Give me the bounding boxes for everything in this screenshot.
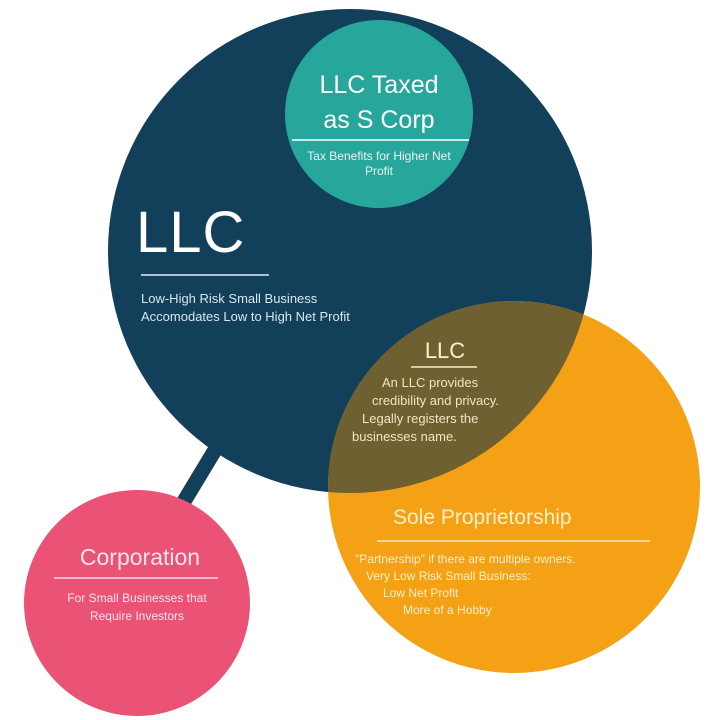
llc-desc-line2: Accomodates Low to High Net Profit [141, 309, 350, 324]
s-corp-divider [292, 139, 469, 141]
overlap-divider [411, 366, 477, 368]
overlap-desc-line1: An LLC provides [382, 375, 479, 390]
corporation-desc-line2: Require Investors [89, 609, 185, 623]
llc-desc-line1: Low-High Risk Small Business [141, 291, 318, 306]
corporation-desc-line1: For Small Businesses that [67, 591, 207, 605]
s-corp-desc-line2: Profit [364, 164, 393, 178]
sole-prop-divider [377, 540, 650, 542]
llc-divider [141, 274, 269, 276]
sole-prop-desc-line2: Very Low Risk Small Business: [366, 569, 531, 583]
s-corp-circle [285, 20, 473, 208]
sole-prop-desc-line1: "Partnership" if there are multiple owne… [355, 552, 576, 566]
overlap-desc-line3: Legally registers the [362, 411, 479, 426]
s-corp-title-line2: as S Corp [323, 106, 435, 134]
s-corp-desc-line1: Tax Benefits for Higher Net [307, 149, 451, 163]
sole-prop-desc-line3: Low Net Profit [383, 586, 459, 600]
corporation-title: Corporation [79, 544, 201, 570]
overlap-title: LLC [424, 338, 466, 363]
corporation-connector-line [173, 441, 225, 512]
sole-prop-title: Sole Proprietorship [393, 506, 572, 529]
sole-prop-desc-line4: More of a Hobby [403, 603, 492, 617]
corporation-circle [24, 490, 250, 716]
overlap-desc-line2: credibility and privacy. [372, 393, 499, 408]
llc-title: LLC [136, 200, 246, 265]
s-corp-title-line1: LLC Taxed [319, 71, 439, 99]
corporation-divider [54, 577, 218, 579]
overlap-desc-line4: businesses name. [352, 429, 457, 444]
